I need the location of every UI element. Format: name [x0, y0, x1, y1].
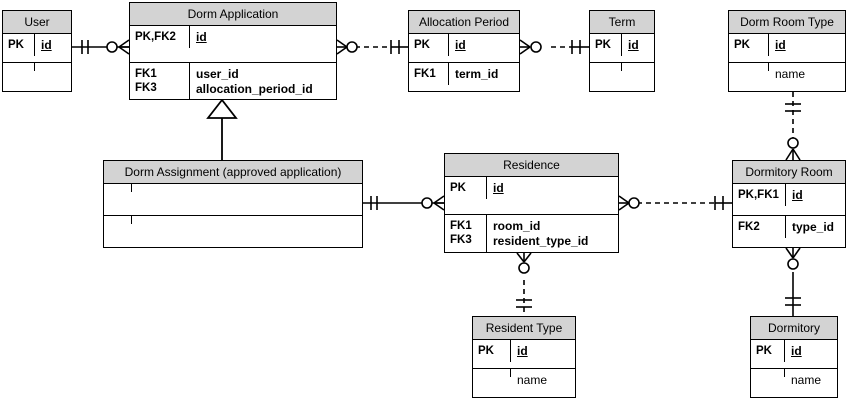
attribute-row[interactable] [104, 216, 362, 248]
attribute-name [132, 184, 362, 192]
relationship-dorm-assignment-residence[interactable] [363, 195, 445, 211]
attribute-key [3, 63, 35, 71]
attribute-name: id [791, 344, 802, 358]
attribute-name: id [792, 188, 803, 202]
attribute-key: FK2 [733, 216, 786, 239]
generalization-dorm-assignment-to-dorm-application[interactable] [206, 98, 238, 160]
attribute-row[interactable]: FK2 type_id [733, 216, 845, 248]
entity-title-dormitory_room: Dormitory Room [733, 161, 845, 184]
relationship-dorm-room-type-dormitory-room[interactable] [785, 92, 801, 161]
attribute-row[interactable]: PK,FK1 id [733, 184, 845, 216]
attribute-name: id [517, 344, 528, 358]
attribute-name: id [628, 38, 639, 52]
attribute-row[interactable]: FK1 term_id [409, 63, 519, 92]
entity-title-dorm_application: Dorm Application [130, 3, 336, 26]
attribute-key [729, 63, 769, 71]
attribute-row[interactable]: PK id [590, 34, 654, 63]
attribute-name: term_id [455, 67, 499, 81]
entity-title-dorm_assignment: Dorm Assignment (approved application) [104, 161, 362, 184]
attribute-name [132, 216, 362, 224]
attribute-key: PK [729, 34, 769, 57]
entity-title-resident_type: Resident Type [473, 317, 575, 340]
entity-dorm_assignment[interactable]: Dorm Assignment (approved application) [103, 160, 363, 248]
attribute-key [751, 369, 785, 377]
attribute-row[interactable]: name [751, 369, 837, 398]
entity-title-term: Term [590, 11, 654, 34]
attribute-name: type_id [792, 220, 835, 234]
attribute-row[interactable]: PK id [445, 177, 618, 215]
attribute-row[interactable] [104, 184, 362, 216]
attribute-row[interactable]: PK id [473, 340, 575, 369]
attribute-name [35, 63, 71, 71]
attribute-name: id [775, 38, 786, 52]
relationship-user-dorm-application[interactable] [72, 39, 130, 55]
attribute-key: PK [751, 340, 785, 363]
attribute-row[interactable]: name [729, 63, 845, 92]
entity-title-allocation_period: Allocation Period [409, 11, 519, 34]
attribute-name: id [493, 181, 504, 195]
attribute-name: name [791, 373, 822, 387]
attribute-row[interactable]: PK id [3, 34, 71, 63]
attribute-key [473, 369, 511, 377]
entity-title-dorm_room_type: Dorm Room Type [729, 11, 845, 34]
relationship-residence-dormitory-room[interactable] [618, 195, 732, 211]
attribute-key: FK1 FK3 [130, 63, 190, 100]
attribute-name: room_id resident_type_id [493, 219, 589, 248]
attribute-key: PK [409, 34, 449, 57]
attribute-name: id [41, 38, 52, 52]
entity-title-user: User [3, 11, 71, 34]
attribute-row[interactable]: PK id [751, 340, 837, 369]
attribute-name [622, 63, 654, 71]
relationship-dorm-application-allocation-period[interactable] [336, 39, 408, 55]
attribute-key: PK [473, 340, 511, 363]
entity-title-dormitory: Dormitory [751, 317, 837, 340]
attribute-name: id [196, 30, 207, 44]
relationship-residence-resident-type[interactable] [516, 252, 532, 316]
entity-title-residence: Residence [445, 154, 618, 177]
attribute-key: FK1 FK3 [445, 215, 487, 252]
attribute-name: id [455, 38, 466, 52]
attribute-key [104, 184, 132, 192]
attribute-key: PK,FK1 [733, 184, 786, 207]
attribute-row[interactable]: name [473, 369, 575, 398]
attribute-key [590, 63, 622, 71]
attribute-key: PK [590, 34, 622, 57]
attribute-row[interactable]: PK id [729, 34, 845, 63]
attribute-key [104, 216, 132, 224]
attribute-name: name [775, 67, 806, 81]
attribute-key: PK [445, 177, 487, 200]
attribute-row[interactable]: PK id [409, 34, 519, 63]
attribute-key: PK [3, 34, 35, 57]
attribute-row[interactable] [590, 63, 654, 92]
attribute-name: name [517, 373, 548, 387]
attribute-key: PK,FK2 [130, 26, 190, 49]
attribute-row[interactable] [3, 63, 71, 92]
attribute-key: FK1 [409, 63, 449, 86]
attribute-row[interactable]: PK,FK2 id [130, 26, 336, 63]
attribute-name: user_id allocation_period_id [196, 67, 313, 96]
relationship-dormitory-room-dormitory[interactable] [785, 247, 801, 316]
relationship-allocation-period-term[interactable] [519, 39, 589, 55]
